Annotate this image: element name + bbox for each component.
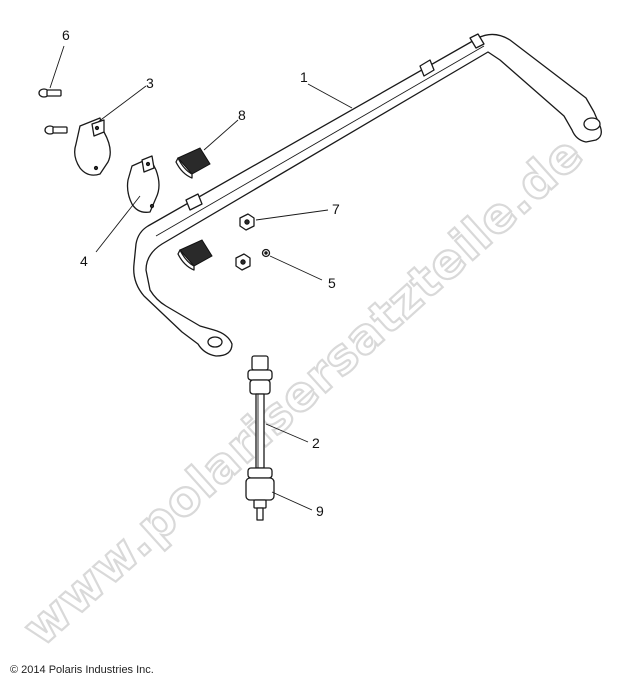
clamp-bracket-3 bbox=[74, 117, 111, 176]
copyright-notice: © 2014 Polaris Industries Inc. bbox=[10, 664, 154, 676]
leader-1 bbox=[307, 83, 353, 109]
callout-6: 6 bbox=[62, 27, 70, 43]
callout-8: 8 bbox=[238, 107, 246, 123]
leader-3 bbox=[97, 85, 147, 123]
leader-7 bbox=[255, 209, 329, 221]
leader-2 bbox=[265, 423, 309, 443]
clamp-bracket-4 bbox=[126, 155, 160, 213]
link-rod-2 bbox=[247, 355, 273, 469]
leader-8 bbox=[203, 119, 239, 151]
bushing-8-upper bbox=[175, 147, 211, 179]
leader-4 bbox=[95, 195, 141, 253]
nut-5 bbox=[261, 248, 271, 258]
watermark: www.polarisersatzteile.de bbox=[13, 125, 595, 657]
link-bushing-9 bbox=[245, 467, 275, 521]
bushing-8-lower bbox=[177, 239, 213, 271]
stabilizer-bar bbox=[133, 33, 602, 357]
callout-2: 2 bbox=[312, 435, 320, 451]
leader-5 bbox=[269, 255, 323, 281]
nut-7-upper bbox=[239, 213, 255, 231]
nut-7-lower bbox=[235, 253, 251, 271]
callout-9: 9 bbox=[316, 503, 324, 519]
leader-6 bbox=[49, 45, 65, 89]
callout-3: 3 bbox=[146, 75, 154, 91]
leader-9 bbox=[271, 491, 313, 511]
bolt-6-lower bbox=[44, 125, 68, 135]
callout-1: 1 bbox=[300, 69, 308, 85]
callout-7: 7 bbox=[332, 201, 340, 217]
bolt-6-upper bbox=[38, 88, 62, 98]
callout-5: 5 bbox=[328, 275, 336, 291]
callout-4: 4 bbox=[80, 253, 88, 269]
